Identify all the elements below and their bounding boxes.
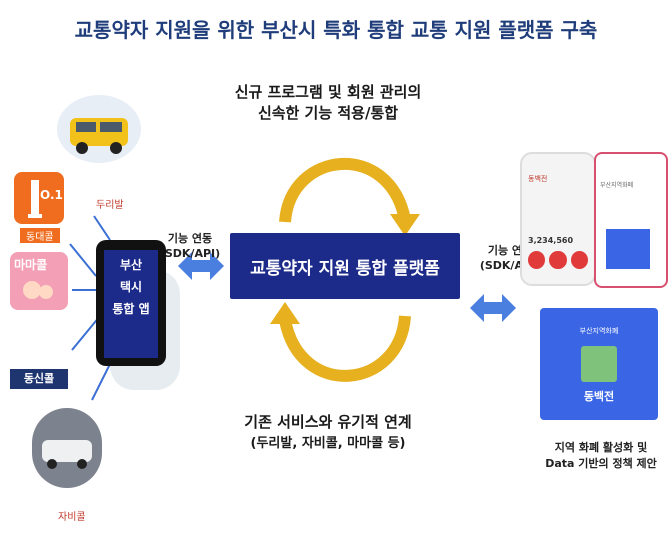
right-caption-line1: 지역 화폐 활성화 및 xyxy=(554,441,648,454)
dongbaek-app-phone: 동백전 3,234,560 xyxy=(520,152,596,286)
bottom-caption: 기존 서비스와 유기적 연계 (두리발, 자비콜, 마마콜 등) xyxy=(212,412,444,454)
dongdaegul-badge: NO.1 xyxy=(30,188,63,202)
dongbaek-logo-icon xyxy=(581,346,617,382)
busan-taxi-app-screen: 부산 택시 통합 앱 xyxy=(104,250,158,358)
top-cycle-arrow xyxy=(279,158,411,223)
bottom-cycle-arrowhead xyxy=(270,302,300,324)
menu-icon xyxy=(549,251,567,269)
dongbaek-card: 부산지역화폐 xyxy=(594,152,668,288)
car-icon xyxy=(42,440,92,469)
link-left-line2: (SDK/API) xyxy=(159,247,221,260)
duribal-label: 두리발 xyxy=(96,200,124,211)
top-caption: 신규 프로그램 및 회원 관리의 신속한 기능 적용/통합 xyxy=(212,82,444,124)
mamacall-label: 마마콜 xyxy=(14,258,48,272)
mother-child-icon xyxy=(23,281,53,299)
top-cycle-arrowhead xyxy=(390,214,420,236)
mamacall-logo xyxy=(10,252,68,310)
jabicall-label: 자비콜 xyxy=(58,512,86,523)
bottom-caption-line1: 기존 서비스와 유기적 연계 xyxy=(244,413,412,431)
lighthouse-icon xyxy=(28,180,42,218)
menu-icon xyxy=(570,251,588,269)
app-line1: 부산 xyxy=(119,258,143,272)
bottom-caption-line2: (두리발, 자비콜, 마마콜 등) xyxy=(250,436,406,451)
dongbaek-amount: 3,234,560 xyxy=(528,236,574,245)
right-caption-line2: Data 기반의 정책 제안 xyxy=(545,457,657,470)
duribal-vehicle-image xyxy=(57,95,141,163)
app-line3: 통합 앱 xyxy=(112,302,150,316)
dongbaek-subtitle: 부산지역화폐 xyxy=(579,327,619,335)
link-label-left: 기능 연동 (SDK/API) xyxy=(150,231,230,261)
dongbaek-brand: 동백전 xyxy=(528,175,548,183)
dongdaegul-logo xyxy=(14,172,64,224)
right-caption: 지역 화폐 활성화 및 Data 기반의 정책 제안 xyxy=(536,440,666,472)
menu-icon xyxy=(528,251,546,269)
connector-dongsincall xyxy=(71,315,101,351)
right-double-arrow xyxy=(470,294,516,322)
dongbaek-card-large: 부산지역화폐 동백전 xyxy=(540,308,658,420)
top-caption-line1: 신규 프로그램 및 회원 관리의 xyxy=(234,83,422,101)
dongsincall-label: 동신콜 xyxy=(10,369,68,389)
link-left-line1: 기능 연동 xyxy=(167,232,213,245)
dongbaek-menu-icons xyxy=(528,251,588,269)
card-pattern xyxy=(606,229,650,269)
top-caption-line2: 신속한 기능 적용/통합 xyxy=(257,104,399,122)
page-title: 교통약자 지원을 위한 부산시 특화 통합 교통 지원 플랫폼 구축 xyxy=(74,18,598,42)
bottom-cycle-arrow xyxy=(279,315,411,382)
integrated-platform-box: 교통약자 지원 통합 플랫폼 xyxy=(230,233,460,299)
card-title: 부산지역화폐 xyxy=(600,182,634,189)
dongdaegul-label: 동대콜 xyxy=(20,228,60,243)
app-line2: 택시 xyxy=(119,280,143,294)
connector-dongdaegul xyxy=(69,243,97,277)
connector-duribal xyxy=(93,215,111,241)
left-double-arrow xyxy=(178,252,224,280)
jabicall-vehicle-image xyxy=(32,408,102,488)
dongbaek-title: 동백전 xyxy=(583,390,615,403)
